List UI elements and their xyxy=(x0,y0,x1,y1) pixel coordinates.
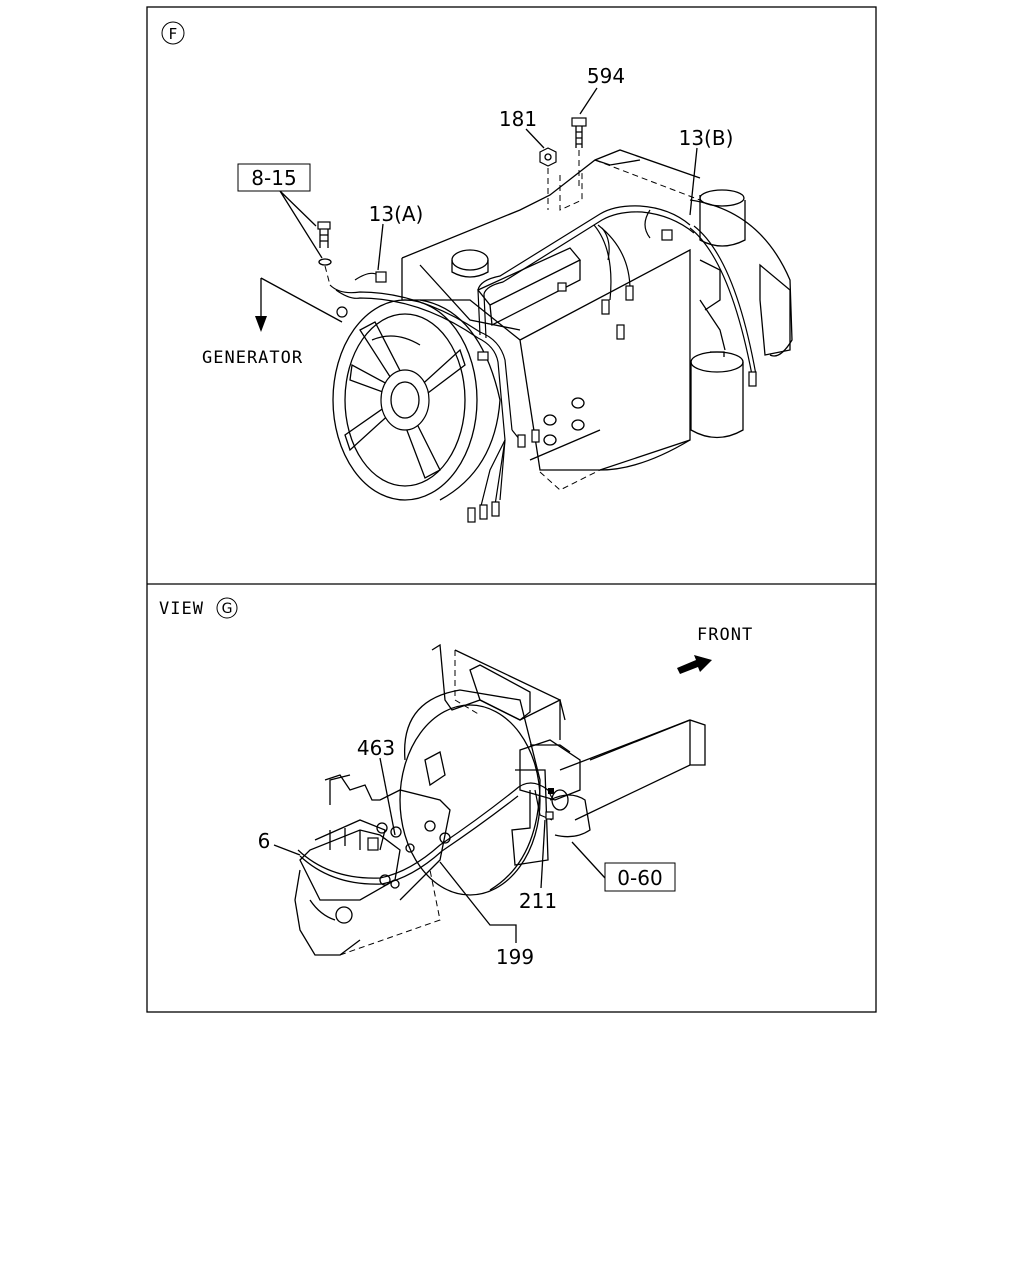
view-marker-f-text: F xyxy=(169,25,178,43)
view-marker-g: G xyxy=(216,597,238,619)
panel-bottom: VIEW G FRONT xyxy=(159,597,753,969)
engine-illustration xyxy=(332,149,793,501)
bolt-8-15 xyxy=(317,221,332,286)
callout-211: 211 xyxy=(519,889,557,913)
diagram-frame xyxy=(146,6,877,1013)
callout-463: 463 xyxy=(357,736,395,760)
leader-6 xyxy=(273,844,301,856)
nut-181 xyxy=(539,147,557,210)
wiring-harness xyxy=(329,205,757,523)
generator-label: GENERATOR xyxy=(202,348,303,368)
callout-0-60: 0-60 xyxy=(617,866,662,890)
callout-199: 199 xyxy=(496,945,534,969)
leader-463 xyxy=(379,757,396,836)
leader-13b xyxy=(689,147,698,216)
callout-0-60-box xyxy=(604,862,676,892)
leader-generator xyxy=(260,277,343,330)
generator-arrowhead xyxy=(255,316,267,332)
view-marker-g-text: G xyxy=(222,601,233,617)
leader-13a xyxy=(377,223,384,271)
panel-top: F xyxy=(161,21,793,523)
callout-594: 594 xyxy=(587,64,625,88)
view-label: VIEW xyxy=(159,599,204,619)
leader-181 xyxy=(525,128,545,149)
leader-199 xyxy=(439,861,517,943)
callout-13b: 13(B) xyxy=(679,126,734,150)
callout-13a: 13(A) xyxy=(369,202,424,226)
leader-0-60 xyxy=(571,841,606,879)
view-marker-f: F xyxy=(161,21,185,45)
bolt-594 xyxy=(571,117,587,190)
callout-8-15: 8-15 xyxy=(251,166,296,190)
callout-181: 181 xyxy=(499,107,537,131)
leader-8-15 xyxy=(279,190,323,259)
leader-211 xyxy=(540,819,546,889)
callout-6: 6 xyxy=(258,829,271,853)
front-arrow-icon xyxy=(677,655,712,674)
transmission-illustration xyxy=(294,643,706,956)
front-label: FRONT xyxy=(697,625,753,645)
leader-594 xyxy=(579,87,598,115)
callout-8-15-box xyxy=(237,163,311,192)
